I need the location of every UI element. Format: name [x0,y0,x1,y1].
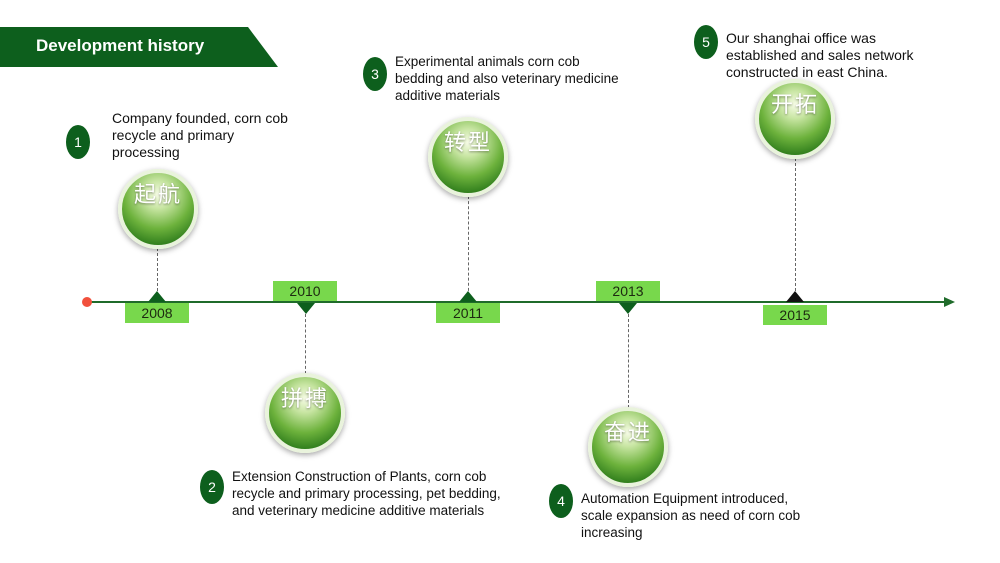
circle-text-2010: 拼搏 [280,387,329,412]
year-label-2015: 2015 [763,305,827,325]
connector-2011 [468,196,469,296]
milestone-description-4: Automation Equipment introduced, scale e… [581,491,801,540]
marker-triangle-2008 [148,291,166,302]
marker-triangle-2011 [459,291,477,302]
milestone-description-3: Experimental animals corn cob bedding an… [395,54,619,103]
circle-text-2015: 开拓 [770,93,819,118]
year-label-2010: 2010 [273,281,337,301]
connector-2013 [628,314,629,408]
milestone-number-1: 1 [66,125,90,159]
timeline-arrow-head [944,297,955,307]
timeline-axis [86,301,948,303]
page-title: Development history [36,36,205,55]
milestone-circle-2013: 奋进 [588,407,668,487]
marker-triangle-2010 [297,303,315,314]
milestone-description-2: Extension Construction of Plants, corn c… [232,469,501,518]
milestone-circle-2010: 拼搏 [265,373,345,453]
milestone-number-4: 4 [549,484,573,518]
marker-triangle-2015 [786,291,804,302]
year-label-2013: 2013 [596,281,660,301]
timeline-start-dot [82,297,92,307]
milestone-number-5: 5 [694,25,718,59]
year-label-2011: 2011 [436,303,500,323]
milestone-description-1: Company founded, corn cob recycle and pr… [112,110,288,160]
milestone-circle-2011: 转型 [428,117,508,197]
circle-text-2013: 奋进 [603,421,652,446]
connector-2008 [157,248,158,296]
milestone-circle-2008: 起航 [118,169,198,249]
circle-text-2011: 转型 [443,131,492,156]
year-label-2008: 2008 [125,303,189,323]
circle-text-2008: 起航 [133,183,182,208]
connector-2015 [795,158,796,296]
milestone-circle-2015: 开拓 [755,79,835,159]
milestone-description-5: Our shanghai office was established and … [726,30,914,80]
marker-triangle-2013 [619,303,637,314]
connector-2010 [305,314,306,374]
title-banner: Development history [0,27,278,67]
milestone-number-3: 3 [363,57,387,91]
milestone-number-2: 2 [200,470,224,504]
